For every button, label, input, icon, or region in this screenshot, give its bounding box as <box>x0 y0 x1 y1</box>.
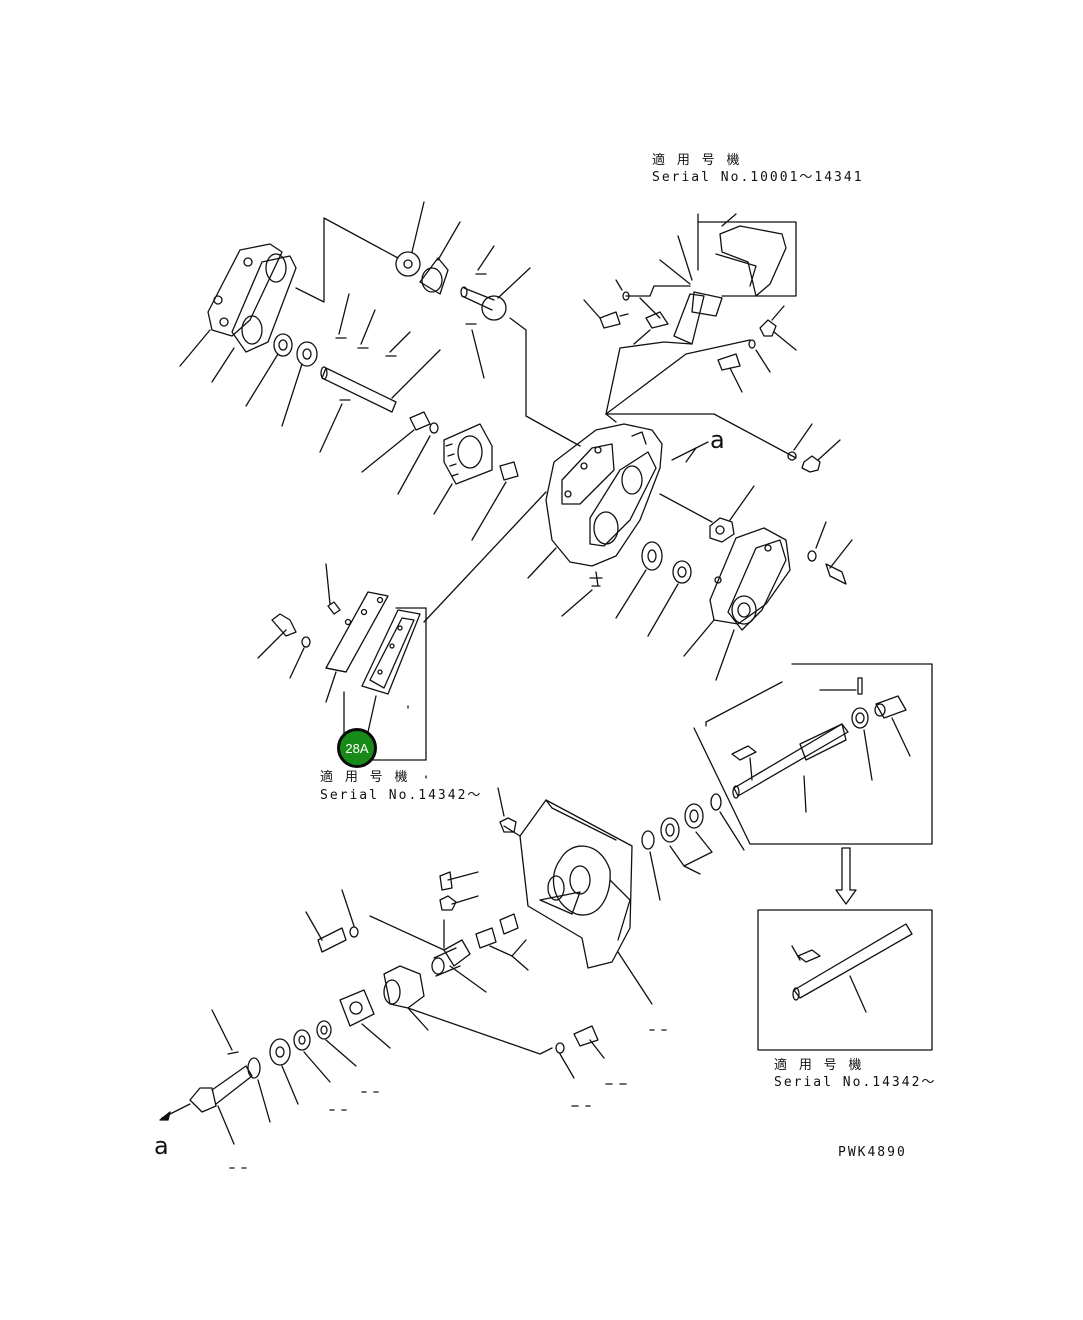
serial-title-bottom-right: 適 用 号 機 <box>774 1058 864 1073</box>
callout-label: 28A <box>345 740 369 756</box>
fan-bracket <box>497 787 653 1005</box>
right-inset-shaft-lower <box>757 909 933 1051</box>
lower-left-parts <box>305 871 529 993</box>
upper-right-bracket <box>583 213 797 415</box>
gearbox-housing <box>527 339 797 617</box>
upper-pins <box>319 293 411 453</box>
lower-snap-rings <box>641 793 745 901</box>
upper-bearings <box>245 333 318 427</box>
serial-range-left: Serial No.14342〜 <box>320 788 483 803</box>
serial-range-bottom-right: Serial No.14342〜 <box>774 1075 937 1090</box>
bushing-and-gear <box>361 411 519 541</box>
serial-title-left: 適 用 号 機 <box>320 770 410 785</box>
right-cover-plate <box>683 521 853 681</box>
lower-bearing-stack <box>247 1020 357 1123</box>
right-inset-shaft-upper <box>693 663 933 845</box>
right-bolts <box>787 423 841 473</box>
view-marker-a-bottom: a <box>154 1132 169 1160</box>
serial-range-top-right: Serial No.10001〜14341 <box>652 170 864 185</box>
output-shaft <box>159 1009 253 1145</box>
upper-gear-stack <box>295 201 581 447</box>
view-marker-a-top: a <box>710 426 725 454</box>
long-shaft <box>320 349 441 413</box>
left-inset-cover <box>257 491 547 761</box>
lower-coupling <box>339 965 605 1079</box>
serial-title-top-right: 適 用 号 機 <box>652 153 742 168</box>
down-arrow <box>835 847 857 905</box>
dash-marks <box>229 705 667 1169</box>
drawing-number: PWK4890 <box>838 1145 907 1160</box>
right-side-bearings <box>615 485 755 637</box>
callout-28a-button[interactable]: 28A <box>337 728 377 768</box>
left-cover-plates <box>179 243 297 383</box>
